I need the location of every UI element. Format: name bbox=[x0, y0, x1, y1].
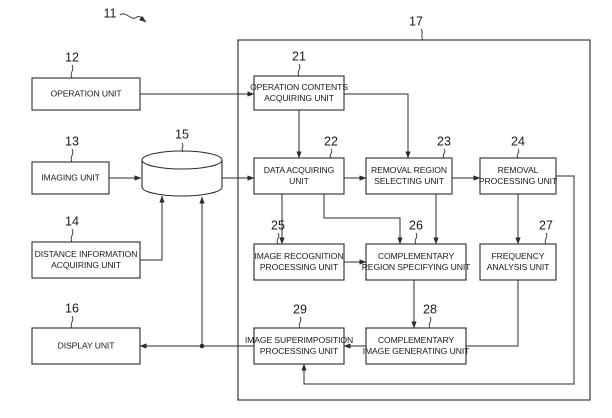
processing-frame bbox=[237, 39, 591, 401]
unit-16-label-line: DISPLAY UNIT bbox=[58, 340, 116, 350]
unit-14-ref: 14 bbox=[65, 214, 79, 228]
unit-14-label-line: ACQUIRING UNIT bbox=[51, 260, 122, 270]
unit-27-label-line: FREQUENCY bbox=[491, 251, 544, 261]
unit-25-leader bbox=[276, 232, 280, 245]
storage-ref-leader bbox=[181, 142, 184, 153]
unit-28-leader bbox=[428, 316, 432, 329]
unit-21-ref: 21 bbox=[292, 49, 306, 63]
edge-21-to-23 bbox=[344, 93, 411, 159]
unit-16: DISPLAY UNIT 16 bbox=[31, 301, 141, 365]
unit-21-label-line: ACQUIRING UNIT bbox=[264, 93, 335, 103]
unit-21-leader bbox=[297, 63, 301, 77]
unit-22-leader bbox=[329, 148, 333, 159]
figure-ref-11-pointer bbox=[119, 13, 147, 23]
unit-16-leader bbox=[70, 315, 74, 329]
unit-28-label-line: IMAGE GENERATING UNIT bbox=[363, 346, 470, 356]
edge-27-to-28 bbox=[453, 280, 519, 349]
unit-25-ref: 25 bbox=[271, 218, 285, 232]
unit-13-leader bbox=[70, 148, 74, 163]
storage-cylinder-body bbox=[141, 160, 223, 197]
unit-29-leader bbox=[298, 316, 302, 329]
figure-ref-11: 11 bbox=[104, 6, 117, 20]
unit-24-leader bbox=[516, 148, 520, 159]
edge-14-to-15 bbox=[140, 195, 165, 261]
unit-25-label-line: PROCESSING UNIT bbox=[260, 262, 339, 272]
connections bbox=[109, 91, 575, 385]
unit-26-ref: 26 bbox=[409, 218, 423, 232]
unit-29-box bbox=[253, 327, 345, 365]
unit-16-ref: 16 bbox=[65, 301, 79, 315]
unit-23-box bbox=[365, 157, 453, 195]
unit-26-label-line: COMPLEMENTARY bbox=[378, 251, 455, 261]
unit-29-label-line: PROCESSING UNIT bbox=[260, 346, 339, 356]
unit-13-label-line: IMAGING UNIT bbox=[41, 172, 100, 182]
edge-22-to-26 bbox=[323, 194, 403, 245]
unit-22-box bbox=[253, 157, 345, 195]
unit-12-box bbox=[31, 77, 141, 111]
unit-27-label-line: ANALYSIS UNIT bbox=[487, 262, 550, 272]
unit-28-ref: 28 bbox=[423, 302, 437, 316]
unit-24-ref: 24 bbox=[511, 134, 525, 148]
unit-22-label-line: DATA ACQUIRING bbox=[264, 165, 335, 175]
unit-28-label-line: COMPLEMENTARY bbox=[378, 335, 455, 345]
unit-23-label-line: SELECTING UNIT bbox=[374, 176, 445, 186]
unit-13-box bbox=[31, 161, 110, 195]
unit-14-leader bbox=[70, 228, 74, 243]
unit-27-ref: 27 bbox=[539, 218, 553, 232]
unit-24-label-line: PROCESSING UNIT bbox=[479, 176, 558, 186]
edge-24-to-29 bbox=[301, 175, 575, 385]
unit-29-ref: 29 bbox=[293, 302, 307, 316]
unit-12-label-line: OPERATION UNIT bbox=[50, 88, 122, 98]
frame-ref-17: 17 bbox=[409, 14, 423, 28]
unit-12-ref: 12 bbox=[65, 50, 79, 64]
unit-25-label-line: IMAGE RECOGNITION bbox=[254, 251, 343, 261]
unit-26-label-line: REGION SPECIFYING UNIT bbox=[362, 262, 471, 272]
unit-13-ref: 13 bbox=[65, 134, 79, 148]
unit-12: OPERATION UNIT 12 bbox=[31, 50, 141, 111]
unit-23-label-line: REMOVAL REGION bbox=[371, 165, 447, 175]
unit-26-box bbox=[365, 243, 467, 281]
storage-cylinder-top bbox=[141, 150, 223, 170]
frame-ref-17-leader bbox=[420, 28, 424, 41]
unit-28-box bbox=[365, 327, 467, 365]
unit-13: IMAGING UNIT 13 bbox=[31, 134, 110, 195]
storage-15: 15 bbox=[141, 127, 223, 197]
unit-27-box bbox=[479, 243, 557, 281]
unit-16-box bbox=[31, 327, 141, 365]
unit-26-leader bbox=[414, 232, 418, 245]
unit-22-label-line: UNIT bbox=[289, 176, 309, 186]
unit-12-leader bbox=[70, 64, 74, 79]
unit-22-ref: 22 bbox=[324, 134, 338, 148]
unit-14-label-line: DISTANCE INFORMATION bbox=[35, 249, 138, 259]
storage-ref: 15 bbox=[175, 127, 189, 141]
unit-25-box bbox=[253, 243, 345, 281]
unit-24-label-line: REMOVAL bbox=[498, 165, 539, 175]
unit-23-leader bbox=[442, 148, 446, 159]
unit-23-ref: 23 bbox=[437, 134, 451, 148]
unit-27-leader bbox=[544, 232, 548, 245]
unit-21-label-line: OPERATION CONTENTS bbox=[250, 82, 348, 92]
unit-29-label-line: IMAGE SUPERIMPOSITION bbox=[245, 335, 353, 345]
junction-dot bbox=[199, 343, 205, 349]
unit-14-box bbox=[31, 241, 141, 279]
